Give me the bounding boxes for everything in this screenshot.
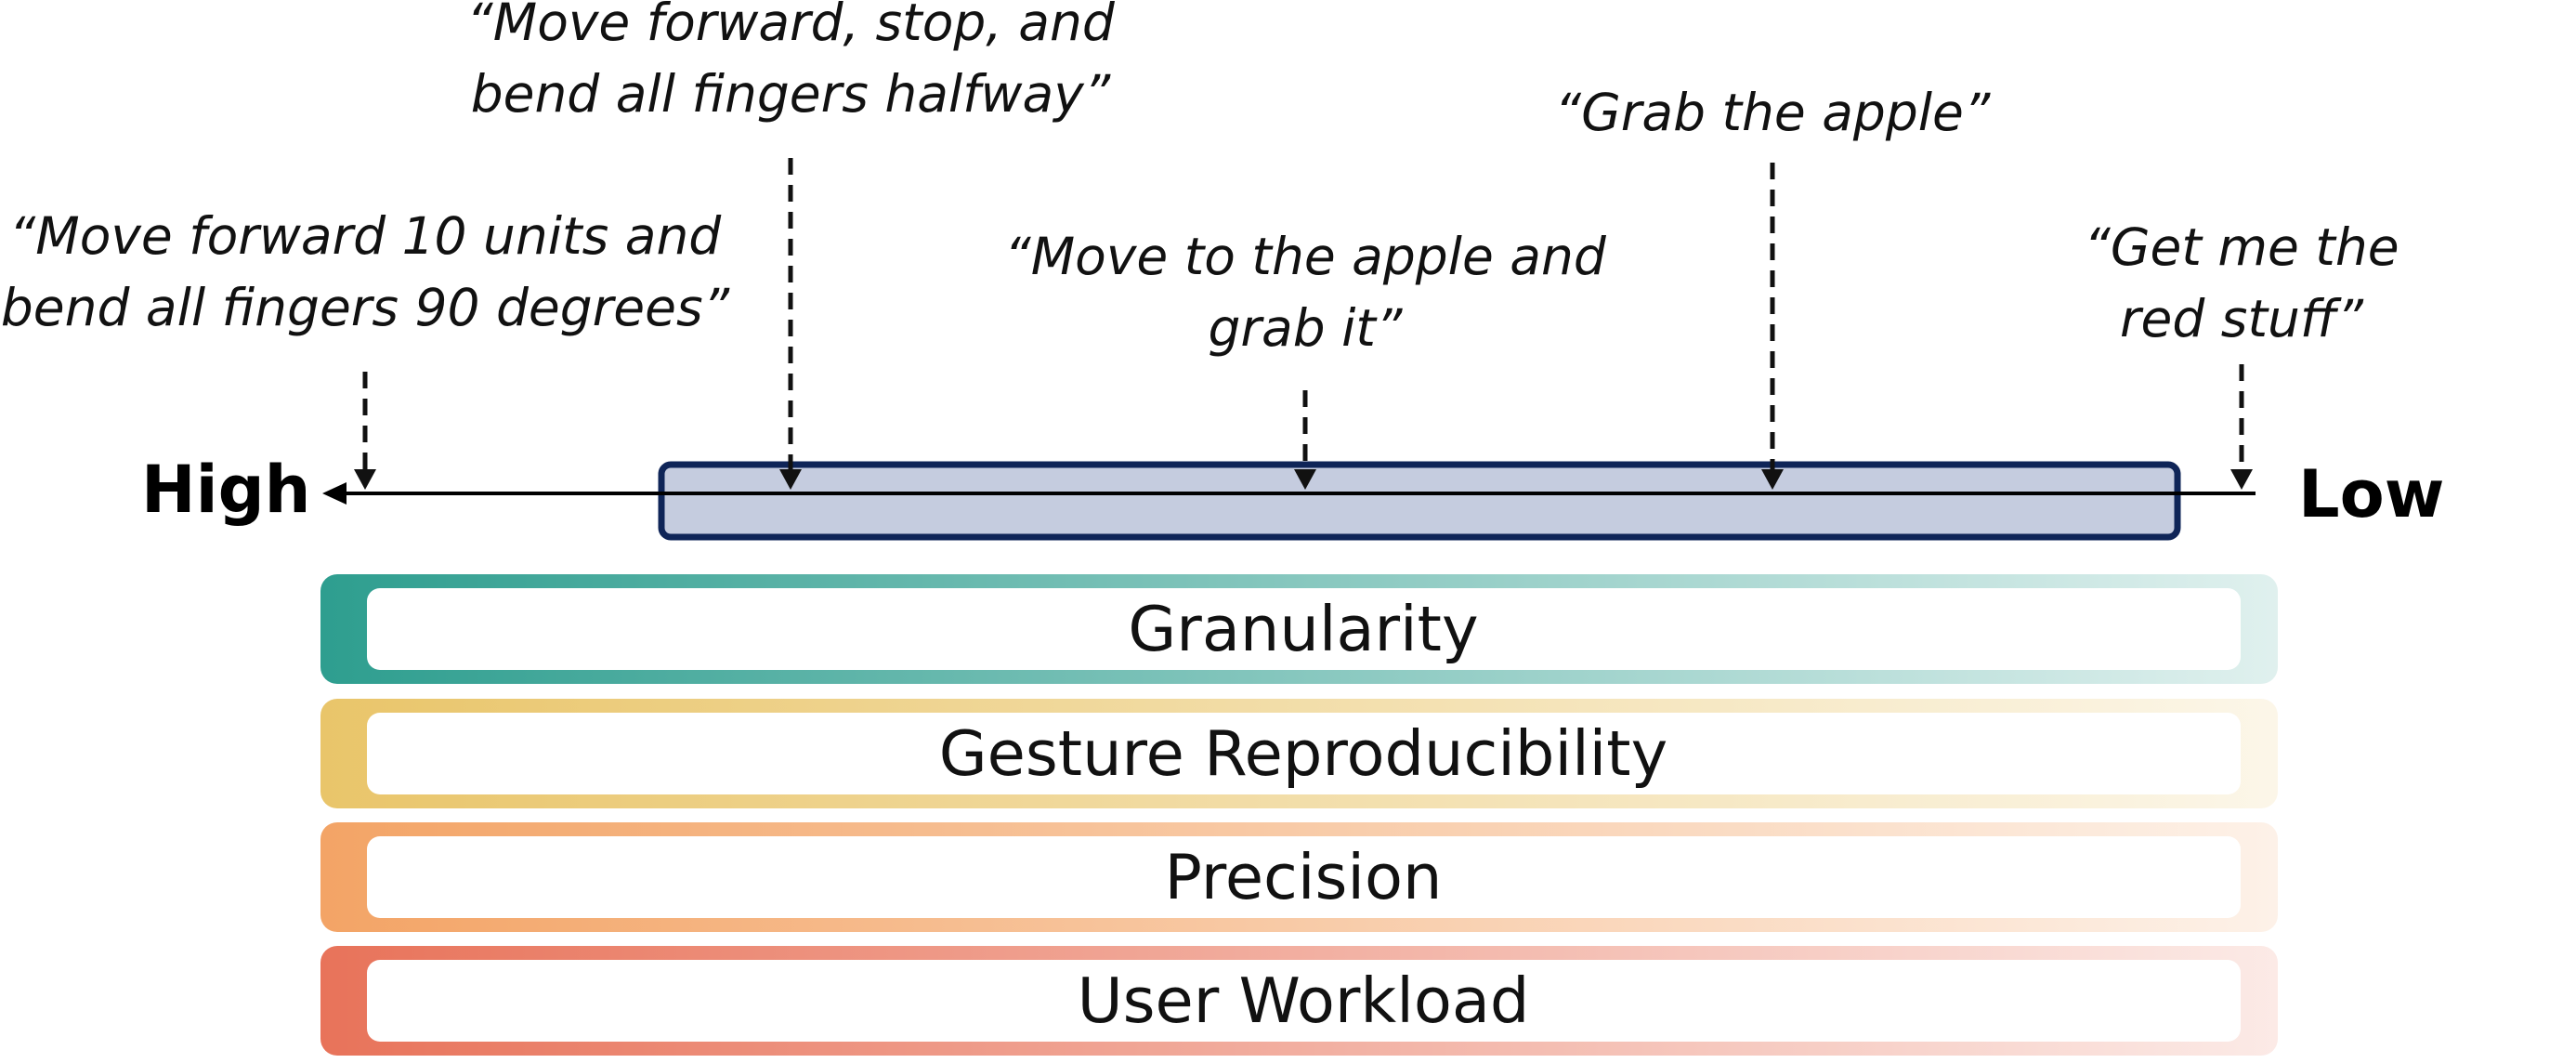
pointer-2 [779, 158, 802, 490]
low-label: Low [2298, 456, 2444, 532]
pointer-1 [354, 372, 376, 490]
pointer-arrow-icon [779, 469, 802, 490]
pointer-4 [1761, 163, 1784, 490]
quote-line: red stuff” [2120, 289, 2364, 348]
bar-label: Gesture Reproducibility [939, 717, 1667, 790]
instruction-quote-5: “Get me the red stuff” [2084, 217, 2399, 348]
bar-label: User Workload [1078, 965, 1530, 1037]
instruction-quote-2: “Move forward, stop, and bend all finger… [466, 0, 1116, 124]
highlight-range-box [658, 461, 2181, 541]
quote-line: “Get me the [2084, 217, 2399, 277]
axis-arrow-left-icon [322, 482, 347, 505]
property-bar-gesture-reproducibility: Gesture Reproducibility [320, 699, 2278, 808]
pointer-arrow-icon [1294, 469, 1316, 490]
quote-line: bend all fingers 90 degrees” [1, 278, 730, 337]
property-bar-precision: Precision [320, 822, 2278, 932]
pointer-arrow-icon [354, 469, 376, 490]
high-label: High [141, 452, 311, 528]
quote-line: “Move forward 10 units and [9, 206, 723, 266]
bar-inner-panel [367, 960, 2241, 1042]
bar-inner-panel [367, 588, 2241, 670]
quote-line: grab it” [1209, 298, 1403, 358]
bar-inner-panel [367, 713, 2241, 794]
quote-line: bend all fingers halfway” [471, 64, 1111, 124]
pointer-5 [2230, 364, 2253, 490]
quote-line: “Move to the apple and [1004, 227, 1607, 286]
instruction-quote-4: “Grab the apple” [1555, 83, 1991, 142]
quote-line: “Grab the apple” [1555, 83, 1991, 142]
property-bar-user-workload: User Workload [320, 946, 2278, 1056]
pointer-3 [1294, 390, 1316, 490]
instruction-quote-1: “Move forward 10 units and bend all fing… [1, 206, 730, 337]
bar-label: Precision [1165, 841, 1443, 913]
quote-line: “Move forward, stop, and [466, 0, 1116, 52]
bar-inner-panel [367, 836, 2241, 918]
pointer-arrow-icon [2230, 469, 2253, 490]
instruction-quote-3: “Move to the apple and grab it” [1004, 227, 1607, 358]
pointer-arrow-icon [1761, 469, 1784, 490]
bar-label: Granularity [1128, 593, 1478, 665]
property-bar-granularity: Granularity [320, 574, 2278, 684]
